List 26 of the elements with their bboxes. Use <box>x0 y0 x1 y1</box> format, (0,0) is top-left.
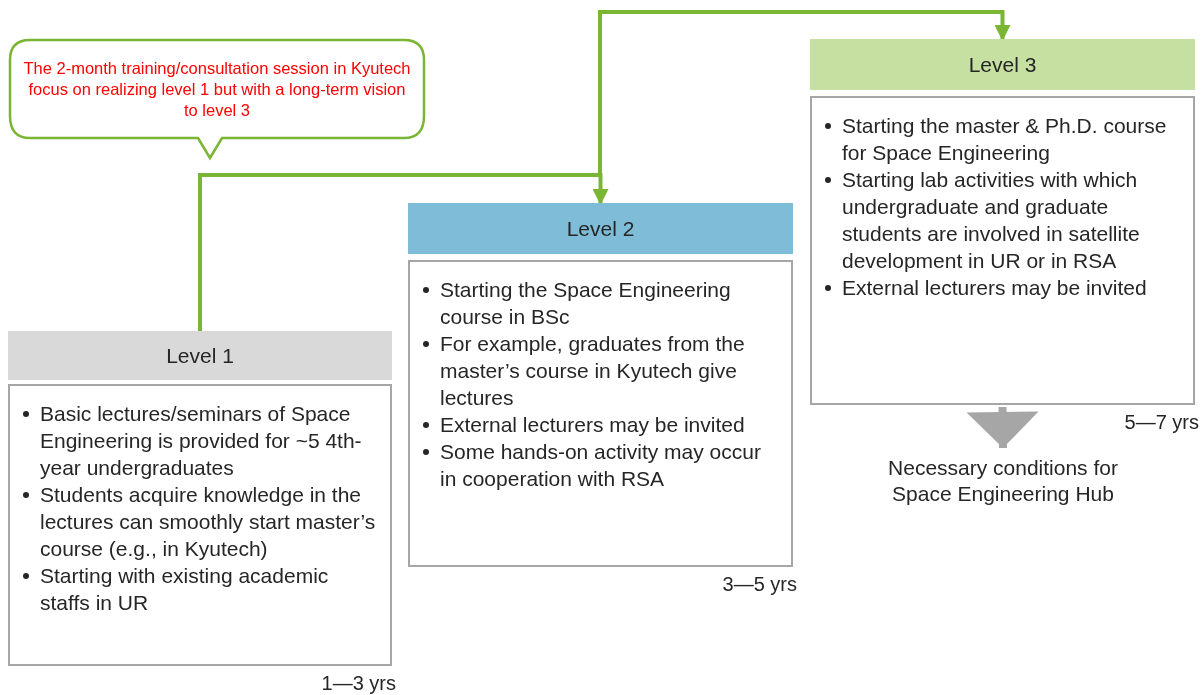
bullet-item: Basic lectures/seminars of Space Engineering is provided for ~5 4th-year undergraduates <box>40 401 363 481</box>
bullet-item: External lecturers may be invited <box>440 412 746 438</box>
bullet-list-box <box>8 384 392 666</box>
bullet-item: Starting lab activities with which undergraduate and graduate students are involved in satellite development in UR or in RSA <box>842 167 1141 274</box>
bullet-item: Starting with existing academic staffs in UR <box>40 563 330 616</box>
callout-text: The 2-month training/consultation session in Kyutech focus on realizing level 1 but with a long-term vision to level 3 <box>22 57 412 121</box>
duration-label: 3—5 yrs <box>722 573 797 596</box>
bullet-item: For example, graduates from the master’s course in Kyutech give lectures <box>440 331 746 411</box>
speech-bubble <box>8 38 426 160</box>
bullet-list-box <box>810 96 1195 405</box>
bullet-list-box <box>408 260 793 567</box>
bullet-item: Some hands-on activity may occur in cooperation with RSA <box>440 439 762 492</box>
level-header-band <box>810 39 1195 90</box>
conclusion-text: Necessary conditions for Space Engineering Hub <box>887 455 1119 507</box>
level-title: Level 2 <box>566 216 635 241</box>
duration-label: 1—3 yrs <box>321 672 396 695</box>
duration-label: 5—7 yrs <box>1124 411 1199 434</box>
bullet-item: Students acquire knowledge in the lectures can smoothly start master’s course (e.g., in Kyutech) <box>40 482 377 562</box>
bullet-item: External lecturers may be invited <box>842 275 1148 301</box>
level-title: Level 1 <box>166 343 234 368</box>
level-header-band <box>408 203 793 254</box>
level-header-band <box>8 331 392 380</box>
bullet-item: Starting the master & Ph.D. course for Space Engineering <box>842 113 1168 166</box>
down-arrow <box>966 406 1039 449</box>
bullet-item: Starting the Space Engineering course in BSc <box>440 277 732 330</box>
level-title: Level 3 <box>968 52 1037 77</box>
